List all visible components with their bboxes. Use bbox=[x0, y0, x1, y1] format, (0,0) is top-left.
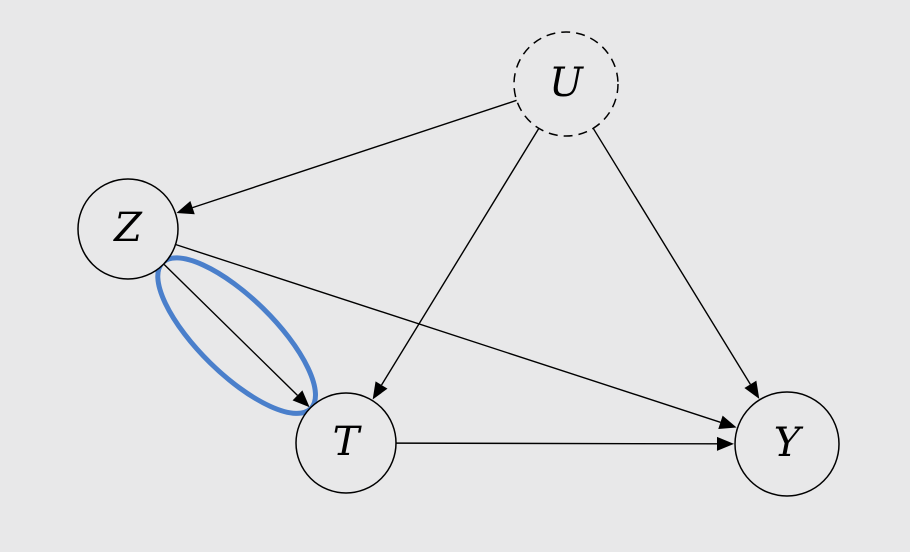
arrowhead bbox=[744, 380, 760, 399]
edge-line bbox=[175, 243, 721, 423]
edge-line bbox=[192, 99, 517, 209]
edge-line bbox=[163, 263, 298, 396]
node-y: Y bbox=[734, 391, 840, 497]
node-circle bbox=[295, 392, 397, 494]
node-z: Z bbox=[77, 178, 179, 280]
arrowhead bbox=[716, 436, 735, 451]
node-circle bbox=[734, 391, 840, 497]
arrowhead bbox=[292, 390, 310, 408]
node-label: Z bbox=[112, 205, 143, 251]
edge-z-to-t bbox=[163, 263, 310, 408]
node-label: U bbox=[549, 60, 584, 106]
edge-z-to-y bbox=[175, 243, 737, 429]
edge-line bbox=[592, 127, 751, 385]
edge-line bbox=[395, 442, 718, 445]
edge-t-to-y bbox=[395, 436, 735, 451]
edge-line bbox=[380, 127, 540, 386]
edge-u-to-y bbox=[592, 127, 760, 399]
arrowhead bbox=[372, 381, 388, 400]
node-u: U bbox=[513, 31, 619, 137]
node-circle bbox=[77, 178, 179, 280]
node-t: T bbox=[295, 392, 397, 494]
node-label: Y bbox=[774, 420, 804, 466]
edges-layer bbox=[163, 99, 760, 451]
arrowhead bbox=[718, 415, 737, 429]
latent-node-circle bbox=[513, 31, 619, 137]
edge-u-to-z bbox=[176, 99, 517, 215]
node-label: T bbox=[333, 419, 363, 465]
arrowhead bbox=[176, 200, 195, 215]
edge-u-to-t bbox=[372, 127, 540, 400]
nodes-layer: U Z T Y bbox=[77, 31, 840, 497]
